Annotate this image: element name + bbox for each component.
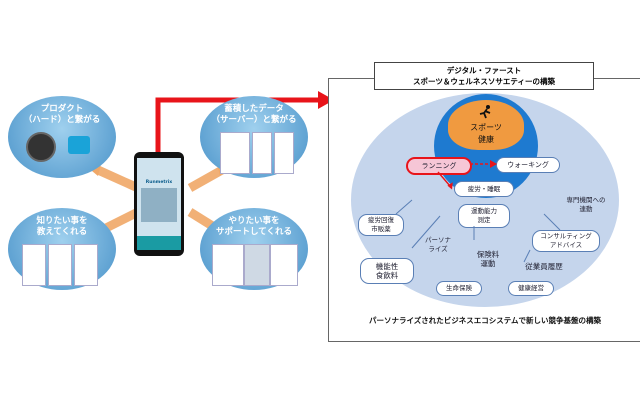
bubble-support: やりたい事を サポートしてくれる [200, 208, 308, 290]
app-screen-3 [74, 244, 98, 286]
app-screen-2 [48, 244, 72, 286]
node-walking: ウォーキング [496, 157, 560, 173]
label-expert-link: 専門機関への 連動 [566, 196, 606, 213]
panel-footer: パーソナライズされたビジネスエコシステムで新しい競争基盤の構築 [368, 316, 602, 325]
bubble-data-title: 蓄積したデータ （サーバー）と繋がる [211, 104, 297, 125]
app-screen-1 [22, 244, 46, 286]
bubble-product-title: プロダクト （ハード）と繋がる [23, 104, 101, 125]
node-recovery-market: 疲労回復 市販薬 [358, 214, 404, 236]
map-screen [220, 132, 250, 174]
arrow-top-right [187, 166, 225, 192]
phone-bottom-bar [137, 236, 181, 250]
node-fatigue-sleep: 疲労・睡眠 [454, 181, 514, 197]
node-health-management: 健康経営 [508, 281, 554, 296]
stats-screen [252, 132, 272, 174]
phone-app-name: Runmetrix [145, 180, 173, 185]
runner-icon [478, 104, 494, 119]
phone-screen: Runmetrix [137, 158, 181, 250]
chart-screen [274, 132, 294, 174]
node-life-insurance: 生命保険 [436, 281, 482, 296]
center-label-health: 健康 [478, 135, 494, 144]
runner-photo [141, 188, 177, 222]
center-top: スポーツ 健康 [448, 100, 524, 150]
bubble-insight-title: 知りたい事を 教えてくれる [36, 216, 88, 237]
bubble-product: プロダクト （ハード）と繋がる [8, 96, 116, 178]
bubble-support-title: やりたい事を サポートしてくれる [216, 216, 292, 237]
beach-screen [244, 244, 270, 286]
label-employee-history: 従業員履歴 [525, 262, 563, 271]
arrow-top-left [96, 165, 140, 193]
label-personalize: パーソナ ライズ [425, 236, 451, 253]
social-screen [270, 244, 298, 286]
node-functional-food: 機能性 食飲料 [360, 258, 414, 284]
panel-title-line2: スポーツ＆ウェルネスソサエティーの構築 [413, 77, 555, 86]
panel-title-box: デジタル・ファースト スポーツ＆ウェルネスソサエティーの構築 [374, 62, 594, 90]
center-label-sports: スポーツ [470, 123, 502, 132]
smartphone: Runmetrix [134, 152, 184, 256]
bubble-data: 蓄積したデータ （サーバー）と繋がる [200, 96, 308, 178]
watch-icon [26, 132, 56, 162]
panel-title-line1: デジタル・ファースト [446, 66, 522, 75]
bubble-insight: 知りたい事を 教えてくれる [8, 208, 116, 290]
label-insurance-exercise: 保険料 運動 [476, 250, 500, 268]
sensor-icon [68, 136, 90, 154]
shoes-screen [212, 244, 244, 286]
node-consulting: コンサルティング アドバイス [532, 230, 600, 252]
node-motor-ability: 運動能力 測定 [458, 204, 510, 228]
